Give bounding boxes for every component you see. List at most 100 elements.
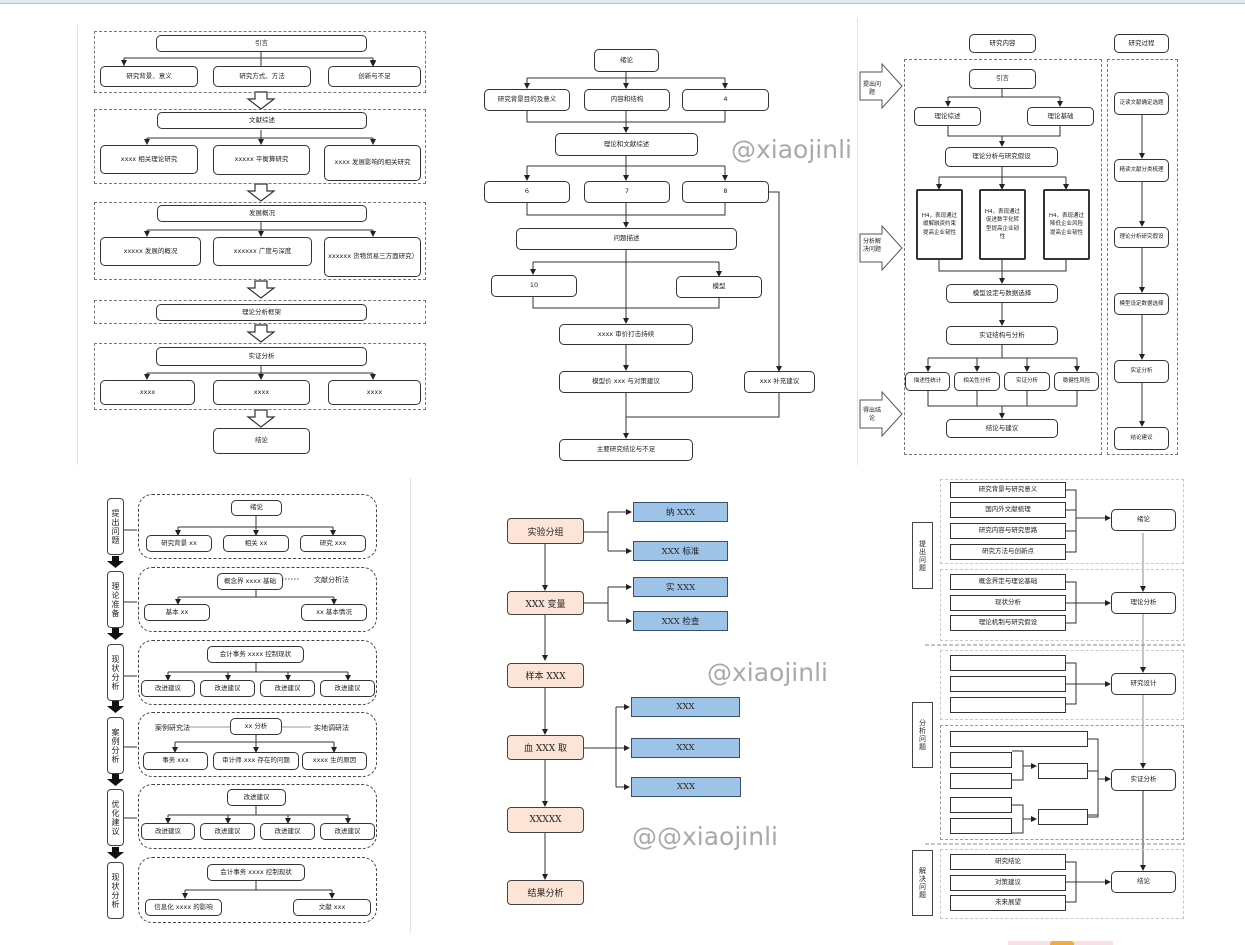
flow-node: 改进建议 (200, 823, 255, 840)
flow-node: 改进建议 (141, 823, 195, 840)
stage-label: 优化建议 (107, 789, 124, 846)
flow-node: 结论 (1111, 871, 1176, 893)
flow-node: 8 (682, 181, 769, 203)
flow-node: 描述性统计 (905, 372, 950, 391)
flow-node: 模型价 xxx 与对策建议 (559, 371, 693, 393)
process-step: 理论分析研究假设 (1114, 227, 1169, 248)
flow-node: 未来展望 (950, 895, 1066, 911)
flow-node: 7 (584, 181, 670, 203)
column-header: 研究内容 (969, 34, 1036, 53)
group-frame (940, 849, 1184, 919)
flow-node: xxxx (213, 380, 310, 405)
flow-node (950, 697, 1066, 713)
side-arrow-label: 分析解决问题 (862, 238, 881, 254)
down-arrow-icon (246, 409, 276, 428)
flow-node: 引言 (969, 69, 1036, 89)
process-step: 精读文献分类梳理 (1114, 159, 1169, 182)
flow-node: 研究方式、方法 (213, 66, 311, 87)
flow-node (950, 773, 1012, 789)
flow-node: 基本 xx (144, 604, 210, 621)
process-step: 泛读文献确定选题 (1114, 92, 1169, 115)
flow-node (950, 752, 1012, 768)
method-note: 实地调研法 (314, 724, 349, 732)
hypothesis-node: H4，表现通过降低企业风险提高企业韧性 (1043, 189, 1090, 260)
group-frame (94, 300, 426, 324)
stage-label: 理论准备 (107, 571, 124, 628)
process-step: 模型设定数据选择 (1114, 293, 1169, 315)
branch-node: 实 XXX (633, 577, 728, 597)
flow-node: 主要研究结论与不足 (559, 439, 693, 461)
step-node: 实验分组 (507, 518, 584, 544)
down-arrow-icon (107, 628, 124, 640)
flow-node: 绪论 (1111, 509, 1176, 531)
flow-node: xxxx 发展影响的相关研究 (324, 145, 421, 181)
flow-node: 改进建议 (260, 680, 315, 697)
flow-node: 稳健性风险 (1054, 372, 1099, 391)
step-node: XXX 变量 (507, 591, 584, 615)
down-arrow-icon (107, 556, 124, 568)
flow-node: 理论分析 (1111, 592, 1176, 614)
step-node: 血 XXX 取 (507, 735, 584, 760)
method-note: 文献分析法 (314, 576, 349, 584)
flow-node: xx 分析 (230, 718, 282, 735)
flow-node: 信息化 xxxx 的影响 (145, 899, 222, 916)
stage-label: 分析问题 (912, 702, 933, 768)
process-step: 结论建议 (1114, 427, 1169, 450)
method-note: 案例研究法 (155, 724, 190, 732)
flow-node: 理论分析与研究假设 (945, 147, 1058, 167)
flow-node: xx 基本情况 (301, 604, 367, 621)
group-frame (138, 784, 377, 849)
flow-node: 改进建议 (320, 823, 375, 840)
group-frame (138, 857, 377, 923)
flow-node: xxxxx 发展的概况 (100, 237, 201, 266)
flow-node: 相关 xx (223, 535, 289, 552)
flow-node: 模型 (676, 276, 762, 298)
flow-node: 事务 xxx (143, 752, 208, 770)
down-arrow-icon (107, 774, 124, 786)
flow-node: 改进建议 (200, 680, 255, 697)
flow-node: 相关性分析 (954, 372, 1000, 391)
group-frame (138, 712, 377, 777)
flow-node: xxxx 相关理论研究 (100, 145, 198, 174)
flow-node: xxxxxx 货物贸易三方面研究） (324, 237, 421, 277)
group-frame (138, 494, 377, 559)
branch-node: XXX 检查 (633, 611, 728, 631)
panel-divider (857, 18, 858, 465)
flow-node: 概念界 xxxx 基础 (217, 573, 283, 590)
side-arrow-label: 提出问题 (862, 81, 881, 97)
branch-node: XXX (631, 777, 741, 797)
flow-node: 绪论 (594, 49, 659, 72)
group-frame (940, 569, 1184, 641)
flow-node: 理论机制与研究假设 (950, 615, 1066, 631)
group-frame (94, 109, 426, 184)
flow-node: 研究结论 (950, 854, 1066, 870)
flow-node: 研究背景与研究意义 (950, 482, 1066, 498)
flow-node (950, 818, 1012, 834)
down-arrow-icon (246, 280, 276, 299)
down-arrow-icon (246, 324, 276, 343)
flow-node (950, 731, 1088, 747)
stage-label: 解决问题 (912, 850, 933, 916)
content-frame (904, 59, 1102, 455)
flow-node: 文献综述 (157, 112, 367, 129)
stage-label: 提出问题 (107, 498, 124, 555)
group-frame (940, 650, 1184, 720)
flow-node (1038, 809, 1088, 825)
group-frame (940, 725, 1184, 840)
flow-node: 研究内容与研究思路 (950, 523, 1066, 539)
flow-node: 研究 xxx (300, 535, 366, 552)
flow-node: xxxxx 平衡算研究 (213, 145, 310, 175)
branch-node: 纳 XXX (633, 502, 728, 522)
flow-node: 研究设计 (1111, 673, 1176, 695)
group-frame (94, 343, 426, 410)
bottom-logo-icon (1050, 941, 1074, 945)
panel-divider (77, 25, 78, 465)
down-arrow-icon (246, 91, 276, 110)
process-step: 实证分析 (1114, 360, 1169, 383)
flow-node: 模型设定与数据选择 (946, 284, 1058, 303)
flow-node: 研究背景目的及意义 (484, 89, 570, 111)
flow-node: 审计师 xxx 存在的问题 (213, 752, 299, 770)
process-frame (1107, 59, 1178, 455)
flow-node: xxxxxx 广度与深度 (213, 237, 312, 266)
group-frame (94, 202, 426, 280)
